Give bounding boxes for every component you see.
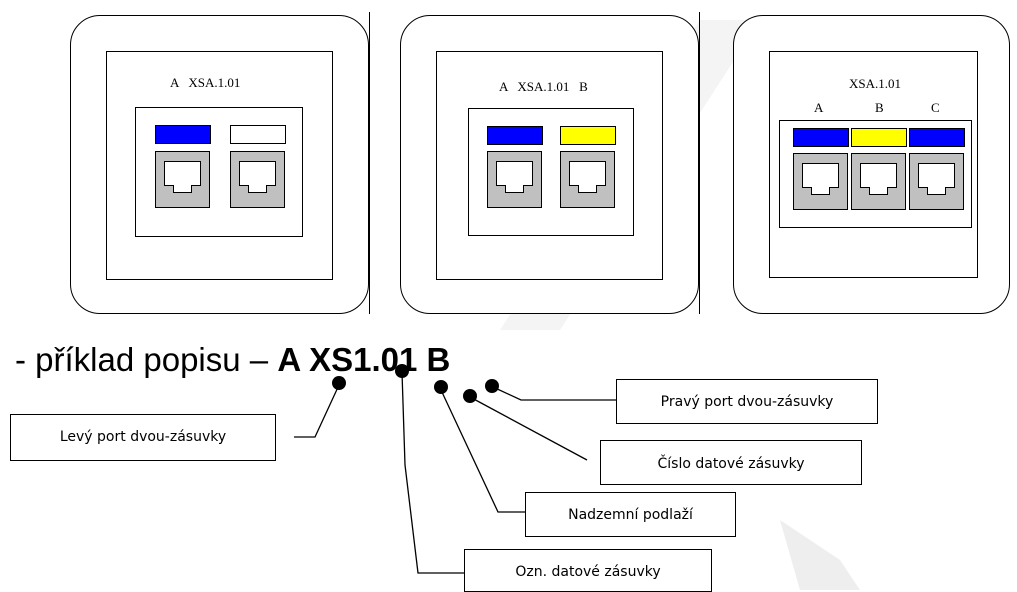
dot-designation bbox=[395, 364, 409, 378]
rj45-jack-icon bbox=[802, 163, 839, 195]
plate-2-port-b bbox=[560, 151, 615, 208]
wall-plate-1: A XSA.1.01 bbox=[70, 15, 369, 314]
plate-3-sublabel-a: A bbox=[814, 100, 824, 115]
callout-outlet-designation: Ozn. datové zásuvky bbox=[464, 549, 712, 592]
dot-right-port bbox=[485, 379, 499, 393]
rj45-jack-icon bbox=[569, 161, 606, 193]
plate-3-sublabel-c: C bbox=[931, 100, 940, 115]
rj45-jack-icon bbox=[239, 161, 276, 193]
dot-floor bbox=[434, 380, 448, 394]
dot-left-port bbox=[332, 376, 346, 390]
plate-3-label: XSA.1.01 bbox=[849, 76, 902, 91]
rj45-jack-icon bbox=[860, 163, 897, 195]
dot-number bbox=[463, 389, 477, 403]
plate-1-port-b bbox=[230, 151, 285, 208]
wall-plate-2: A XSA.1.01 B bbox=[400, 15, 699, 314]
plate-3-bar-c bbox=[909, 128, 965, 147]
plate-2-bar-b bbox=[560, 126, 616, 145]
plate-3-port-c bbox=[909, 153, 964, 210]
divider-line bbox=[699, 12, 700, 314]
divider-line bbox=[369, 12, 370, 314]
plate-2-label: A XSA.1.01 B bbox=[499, 79, 588, 94]
plate-2-bar-a bbox=[487, 126, 543, 145]
plate-2-port-a bbox=[487, 151, 542, 208]
plate-1-label: A XSA.1.01 bbox=[170, 75, 241, 90]
rj45-jack-icon bbox=[496, 161, 533, 193]
callout-floor: Nadzemní podlaží bbox=[525, 492, 736, 537]
callout-outlet-number: Číslo datové zásuvky bbox=[600, 440, 862, 485]
plate-3-sublabel-b: B bbox=[875, 100, 884, 115]
callout-left-port: Levý port dvou-zásuvky bbox=[10, 414, 276, 461]
rj45-jack-icon bbox=[918, 163, 955, 195]
plate-1-bar-a bbox=[155, 125, 211, 144]
example-prefix: - příklad popisu – bbox=[15, 341, 278, 378]
plate-1-port-a bbox=[155, 151, 210, 208]
plate-3-port-a bbox=[793, 153, 848, 210]
wall-plate-3: XSA.1.01 A B C bbox=[733, 15, 1010, 314]
rj45-jack-icon bbox=[164, 161, 201, 193]
callout-right-port: Pravý port dvou-zásuvky bbox=[616, 379, 878, 424]
plate-3-port-b bbox=[851, 153, 906, 210]
plate-3-bar-b bbox=[851, 128, 907, 147]
plate-3-bar-a bbox=[793, 128, 849, 147]
plate-1-bar-b bbox=[230, 125, 286, 144]
